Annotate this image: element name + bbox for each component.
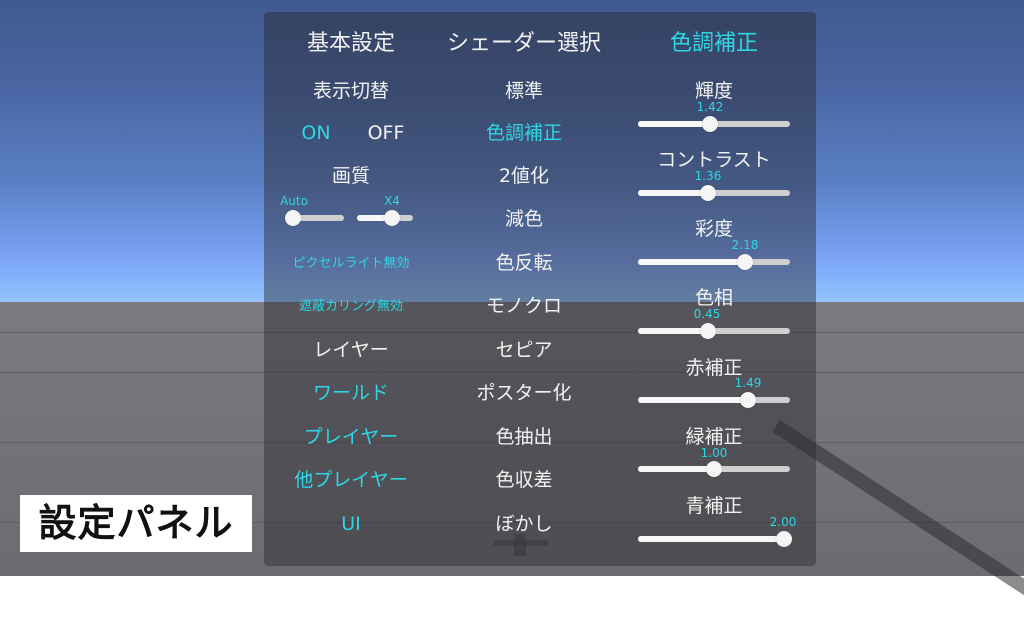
slider-knob[interactable] <box>776 531 792 547</box>
settings-panel <box>264 12 816 566</box>
display-on-button[interactable]: ON <box>301 122 331 144</box>
tab-color-adjust[interactable]: 色調補正 <box>669 31 759 56</box>
hue-value: 0.45 <box>693 307 721 321</box>
shader-invert[interactable]: 色反転 <box>495 252 553 274</box>
shader-posterize[interactable]: ポスター化 <box>476 382 572 404</box>
shader-chromatic-aberration[interactable]: 色収差 <box>495 469 553 491</box>
brightness-value: 1.42 <box>696 100 724 114</box>
tab-shader-select[interactable]: シェーダー選択 <box>446 31 602 56</box>
layer-player[interactable]: プレイヤー <box>303 426 399 448</box>
saturation-value: 2.18 <box>731 238 759 252</box>
quality-x4-slider[interactable] <box>357 210 413 226</box>
saturation-label: 彩度 <box>694 218 734 240</box>
slider-knob[interactable] <box>285 210 301 226</box>
blue-correction-label: 青補正 <box>685 495 743 517</box>
red-correction-value: 1.49 <box>734 376 762 390</box>
quality-label: 画質 <box>331 165 371 187</box>
shader-standard[interactable]: 標準 <box>504 80 544 102</box>
red-correction-slider[interactable] <box>638 392 790 408</box>
display-off-button[interactable]: OFF <box>367 122 405 144</box>
shader-color-extract[interactable]: 色抽出 <box>495 426 553 448</box>
red-correction-label: 赤補正 <box>685 357 743 379</box>
tab-basic-settings[interactable]: 基本設定 <box>306 31 396 56</box>
settings-panel-sign: 設定パネル <box>20 495 252 552</box>
green-correction-label: 緑補正 <box>685 426 743 448</box>
brightness-label: 輝度 <box>694 80 734 102</box>
slider-knob[interactable] <box>700 323 716 339</box>
layer-ui[interactable]: UI <box>341 513 361 535</box>
slider-knob[interactable] <box>700 185 716 201</box>
hue-slider[interactable] <box>638 323 790 339</box>
brightness-slider[interactable] <box>638 116 790 132</box>
hue-label: 色相 <box>694 287 734 309</box>
shader-blur[interactable]: ぼかし <box>495 513 553 535</box>
blue-correction-value: 2.00 <box>769 515 797 529</box>
display-toggle-label: 表示切替 <box>312 80 390 102</box>
slider-knob[interactable] <box>384 210 400 226</box>
layer-world[interactable]: ワールド <box>312 382 390 404</box>
contrast-slider[interactable] <box>638 185 790 201</box>
contrast-value: 1.36 <box>694 169 722 183</box>
shader-reduce-color[interactable]: 減色 <box>504 208 544 230</box>
blue-correction-slider[interactable] <box>638 531 792 547</box>
slider-knob[interactable] <box>737 254 753 270</box>
contrast-label: コントラスト <box>657 149 771 171</box>
shader-monochrome[interactable]: モノクロ <box>485 295 563 317</box>
green-correction-value: 1.00 <box>700 446 728 460</box>
crosshair-icon-vertical <box>514 534 526 556</box>
shader-binarize[interactable]: 2値化 <box>498 165 550 187</box>
occlusion-culling-disable-toggle[interactable]: 遮蔽カリング無効 <box>298 299 404 314</box>
sky <box>0 0 1024 302</box>
saturation-slider[interactable] <box>638 254 790 270</box>
slider-knob[interactable] <box>706 461 722 477</box>
shader-color-adjust[interactable]: 色調補正 <box>485 122 563 144</box>
green-correction-slider[interactable] <box>638 461 790 477</box>
layer-other-players[interactable]: 他プレイヤー <box>294 469 408 491</box>
shader-sepia[interactable]: セピア <box>495 339 553 361</box>
layer-label: レイヤー <box>313 339 389 361</box>
slider-knob[interactable] <box>740 392 756 408</box>
pixel-light-disable-toggle[interactable]: ピクセルライト無効 <box>292 256 410 271</box>
quality-x4-label: X4 <box>384 194 400 208</box>
quality-auto-label: Auto <box>280 194 308 208</box>
quality-auto-slider[interactable] <box>285 210 344 226</box>
slider-knob[interactable] <box>702 116 718 132</box>
